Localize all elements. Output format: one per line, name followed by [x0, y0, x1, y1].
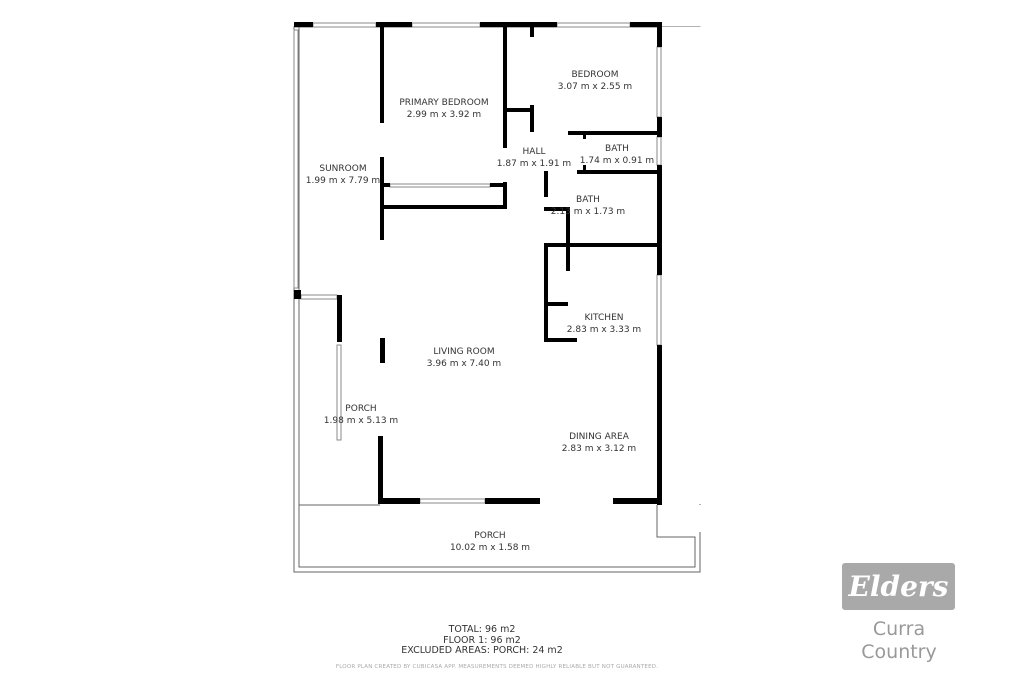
- room-dining-area: DINING AREA 2.83 m x 3.12 m: [562, 431, 636, 455]
- room-bedroom: BEDROOM 3.07 m x 2.55 m: [558, 69, 632, 93]
- room-porch-front: PORCH 10.02 m x 1.58 m: [450, 530, 530, 554]
- room-hall: HALL 1.87 m x 1.91 m: [497, 146, 571, 170]
- room-name: PORCH: [474, 531, 506, 541]
- room-size: 10.02 m x 1.58 m: [449, 543, 531, 553]
- room-name: BEDROOM: [571, 70, 619, 80]
- room-size: 3.96 m x 7.40 m: [426, 359, 502, 369]
- room-size: 2.13 m x 1.73 m: [550, 207, 626, 217]
- room-name: PORCH: [345, 404, 377, 414]
- room-name: PRIMARY BEDROOM: [399, 98, 489, 108]
- floor-area: FLOOR 1: 96 m2: [443, 634, 521, 646]
- room-name: KITCHEN: [584, 313, 624, 323]
- room-living-room: LIVING ROOM 3.96 m x 7.40 m: [427, 346, 501, 370]
- room-name: HALL: [522, 147, 546, 157]
- room-size: 1.98 m x 5.13 m: [323, 416, 399, 426]
- area-totals: TOTAL: 96 m2 FLOOR 1: 96 m2 EXCLUDED ARE…: [401, 624, 563, 657]
- room-size: 2.83 m x 3.33 m: [566, 325, 642, 335]
- room-size: 1.87 m x 1.91 m: [496, 159, 572, 169]
- room-size: 2.83 m x 3.12 m: [561, 444, 637, 454]
- elders-logo: Elders: [842, 563, 955, 610]
- room-sunroom: SUNROOM 1.99 m x 7.79 m: [306, 163, 380, 187]
- office-line-1: Curra: [872, 618, 926, 640]
- total-area: TOTAL: 96 m2: [448, 624, 516, 635]
- room-bath-2: BATH 2.13 m x 1.73 m: [551, 194, 625, 218]
- office-line-2: Country: [861, 641, 937, 663]
- walls: [294, 22, 662, 505]
- room-kitchen: KITCHEN 2.83 m x 3.33 m: [567, 312, 641, 336]
- room-size: 1.74 m x 0.91 m: [579, 156, 655, 166]
- room-porch-side: PORCH 1.98 m x 5.13 m: [324, 403, 398, 427]
- room-name: BATH: [605, 144, 629, 154]
- room-size: 1.99 m x 7.79 m: [305, 176, 381, 186]
- disclaimer: FLOOR PLAN CREATED BY CUBICASA APP. MEAS…: [335, 664, 659, 670]
- room-size: 3.07 m x 2.55 m: [557, 82, 633, 92]
- room-name: DINING AREA: [569, 432, 629, 442]
- excluded-area: EXCLUDED AREAS: PORCH: 24 m2: [401, 645, 563, 656]
- room-name: BATH: [576, 195, 600, 205]
- room-size: 2.99 m x 3.92 m: [406, 110, 482, 120]
- room-name: SUNROOM: [319, 164, 367, 174]
- porch-outline: [293, 26, 701, 573]
- room-primary-bedroom: PRIMARY BEDROOM 2.99 m x 3.92 m: [399, 97, 488, 121]
- office-name: Curra Country: [861, 618, 936, 664]
- room-bath-1: BATH 1.74 m x 0.91 m: [580, 143, 654, 167]
- room-name: LIVING ROOM: [433, 347, 495, 357]
